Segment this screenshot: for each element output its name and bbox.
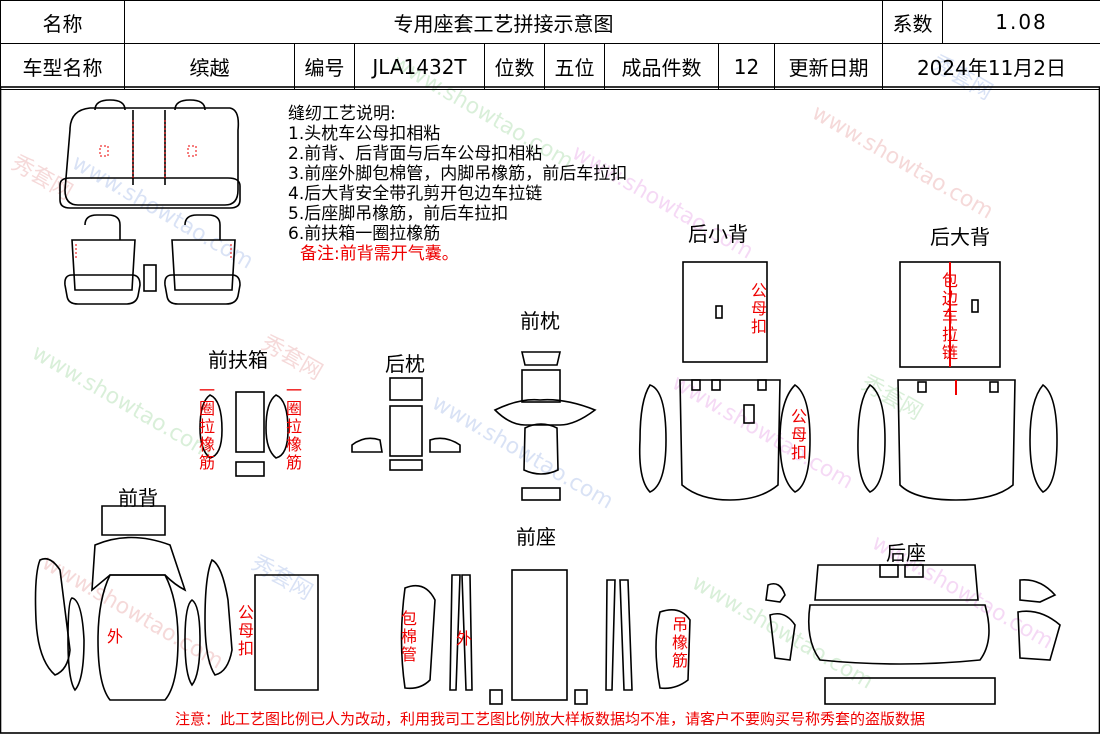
- model-label: 车型名称: [0, 43, 125, 90]
- front-seat-sketch-left: [64, 214, 141, 305]
- date-label: 更新日期: [774, 43, 883, 90]
- footer-warning: 注意：此工艺图比例已人为改动，利用我司工艺图比例放大样板数据均不准，请客户不要购…: [174, 710, 925, 728]
- header-table: 名称 专用座套工艺拼接示意图 系数 1.08 车型名称 缤越 编号 JLA143…: [0, 0, 1100, 90]
- front-back-pieces: [34, 505, 319, 701]
- annotation-outer: 外: [455, 629, 472, 648]
- section-label-rear-seat: 后座: [886, 541, 926, 565]
- section-label-rear-headrest: 后枕: [385, 352, 425, 376]
- section-label-front-seat: 前座: [516, 525, 556, 549]
- sewing-notes: 缝纫工艺说明: 1.头枕车公母扣相粘 2.前背、后背面与后车公母扣相粘 3.前座…: [288, 104, 627, 264]
- model-value: 缤越: [124, 43, 295, 90]
- front-headrest-pieces: [493, 351, 597, 501]
- seats-value: 五位: [544, 43, 605, 90]
- seats-label: 位数: [484, 43, 545, 90]
- rear-seat-sketch: [59, 99, 241, 209]
- notes-title: 缝纫工艺说明:: [288, 104, 396, 124]
- coef-label: 系数: [882, 0, 943, 44]
- section-label-rear-big-back: 后大背: [930, 225, 990, 249]
- annotation-elastic: 一圈拉橡筋: [285, 381, 302, 472]
- rear-big-back-pieces: [857, 261, 1058, 501]
- section-label-rear-small-back: 后小背: [688, 222, 748, 246]
- rear-headrest-pieces: [351, 377, 461, 471]
- note-item: 4.后大背安全带孔剪开包边车拉链: [288, 184, 543, 204]
- note-item: 3.前座外脚包棉管，内脚吊橡筋，前后车拉扣: [288, 164, 628, 184]
- code-value: JLA1432T: [354, 43, 485, 90]
- annotation-outer: 外: [106, 627, 123, 646]
- notes-memo: 备注:前背需开气囊。: [300, 244, 459, 264]
- section-label-front-back: 前背: [118, 486, 158, 510]
- code-label: 编号: [294, 43, 355, 90]
- annotation-snap: 公母扣: [750, 281, 767, 336]
- pieces-label: 成品件数: [604, 43, 719, 90]
- section-label-front-armrest: 前扶箱: [208, 348, 268, 372]
- date-value: 2024年11月2日: [882, 43, 1100, 90]
- note-item: 5.后座脚吊橡筋，前后车拉扣: [288, 204, 509, 224]
- rear-seat-pieces: [765, 564, 1061, 705]
- rear-small-back-pieces: [638, 261, 811, 501]
- annotation-snap: 公母扣: [790, 407, 807, 462]
- annotation-elastic: 一圈拉橡筋: [198, 381, 215, 472]
- note-item: 1.头枕车公母扣相粘: [288, 124, 441, 144]
- annotation-snap: 公母扣: [237, 603, 254, 658]
- note-item: 6.前扶箱一圈拉橡筋: [288, 224, 441, 244]
- front-seat-pieces: [400, 569, 691, 705]
- name-label: 名称: [0, 0, 125, 44]
- annotation-cotton: 包棉管: [400, 609, 417, 664]
- annotation-hang: 吊橡筋: [671, 615, 688, 670]
- pieces-value: 12: [718, 43, 775, 90]
- note-item: 2.前背、后背面与后车公母扣相粘: [288, 144, 543, 164]
- section-label-front-headrest: 前枕: [520, 309, 560, 333]
- front-armrest-pieces: [199, 391, 289, 477]
- front-seat-sketch-right: [143, 214, 241, 305]
- document-title: 专用座套工艺拼接示意图: [124, 0, 883, 44]
- annotation-zipper: 包边车拉链: [941, 271, 958, 362]
